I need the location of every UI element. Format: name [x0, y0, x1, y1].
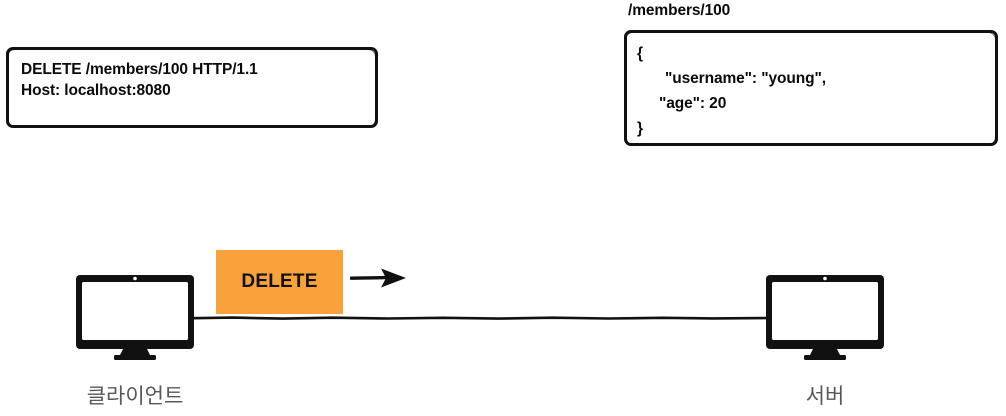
request-direction-arrow-icon [350, 268, 406, 288]
request-line-2: Host: localhost:8080 [21, 82, 171, 99]
request-message-box: DELETE /members/100 HTTP/1.1 Host: local… [6, 47, 378, 128]
response-line-3: "age": 20 [659, 95, 727, 112]
client-server-connector-line [193, 316, 773, 320]
http-method-badge-label: DELETE [241, 271, 318, 292]
server-node-label: 서버 [805, 385, 845, 408]
server-monitor-icon [766, 275, 884, 360]
response-line-4: } [637, 120, 643, 137]
response-body-box: { "username": "young", "age": 20} [624, 30, 998, 146]
client-node-label: 클라이언트 [86, 385, 184, 408]
client-monitor-icon [76, 275, 194, 360]
response-resource-path: /members/100 [628, 2, 731, 19]
response-body-text: { "username": "young", "age": 20} [637, 41, 826, 141]
response-line-1: { [637, 45, 643, 62]
http-method-badge-delete[interactable]: DELETE [216, 250, 343, 314]
request-message-text: DELETE /members/100 HTTP/1.1 Host: local… [21, 59, 258, 101]
request-line-1: DELETE /members/100 HTTP/1.1 [21, 61, 258, 78]
response-line-2: "username": "young", [665, 70, 826, 87]
